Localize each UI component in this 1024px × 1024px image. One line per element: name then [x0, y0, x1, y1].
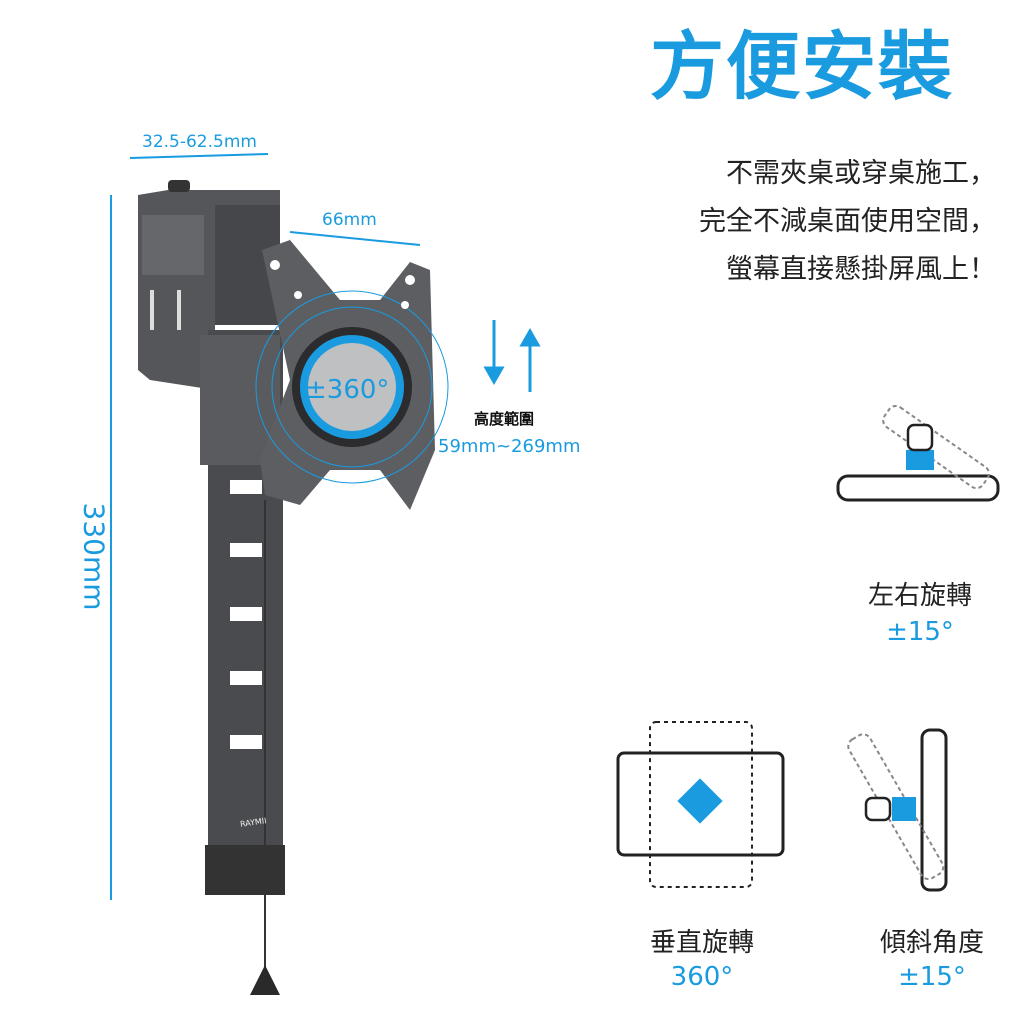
description-line: 不需夾桌或穿桌施工，: [726, 158, 996, 189]
tilt-icon: [847, 728, 948, 892]
height-range-value: 59mm~269mm: [438, 436, 581, 457]
height-range-label: 高度範圍: [474, 410, 535, 428]
feature-value-rotate: 360°: [670, 962, 734, 992]
feature-label-tilt: 傾斜角度: [879, 928, 984, 958]
rotation-arrow-icon: [300, 335, 404, 439]
height-adjust-arrows-icon: [483, 320, 541, 392]
rotate-icon: [616, 721, 785, 888]
rotation-label: ±360°: [305, 375, 390, 405]
total-height-label: 330mm: [77, 502, 111, 611]
vesa-plate: [255, 240, 449, 510]
page-title: 方便安裝: [650, 24, 954, 110]
description-line: 螢幕直接懸掛屏風上！: [726, 254, 996, 285]
feature-value-swivel: ±15°: [886, 617, 954, 647]
plate-width-label: 66mm: [322, 210, 377, 230]
clamp-width-label: 32.5-62.5mm: [142, 132, 257, 152]
clamp-dimension-line: [129, 153, 269, 159]
plate-dimension-line: [289, 231, 421, 246]
description-line: 完全不減桌面使用空間，: [699, 206, 996, 237]
feature-label-rotate: 垂直旋轉: [649, 928, 754, 958]
feature-value-tilt: ±15°: [898, 962, 966, 992]
feature-label-swivel: 左右旋轉: [867, 581, 972, 611]
swivel-icon: [836, 404, 1000, 502]
